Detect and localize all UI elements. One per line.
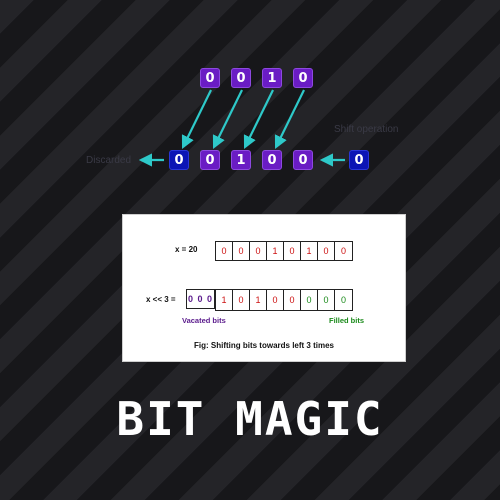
shift-arrows (138, 89, 345, 167)
row2-bit-cell: 0 (284, 290, 301, 310)
shift-arrow-2 (212, 89, 243, 149)
shift-arrow-4 (274, 89, 305, 149)
shift-arrow-3 (243, 89, 274, 149)
row2-label: x << 3 = (146, 295, 176, 304)
shift-arrow-1 (181, 89, 212, 149)
result-bit: 0 (200, 150, 220, 170)
row2-bit-cell: 0 (267, 290, 284, 310)
row2-bit-cell: 1 (216, 290, 233, 310)
row1-bit-cell: 0 (318, 242, 335, 260)
row1-bit-cell: 1 (267, 242, 284, 260)
row1-bit-cell: 0 (340, 246, 346, 256)
filled-bit-cell: 0 (340, 295, 346, 305)
row2-bit-cell: 1 (250, 290, 267, 310)
shift-diagram: 0 0 1 0 0 0 1 0 0 0 Discarded Shift oper… (0, 0, 500, 200)
vacated-bits-label: Vacated bits (182, 316, 226, 325)
result-bit: 0 (262, 150, 282, 170)
filled-bits-label: Filled bits (329, 316, 365, 325)
filled-bit-cell: 0 (301, 290, 318, 310)
incoming-bit: 0 (349, 150, 369, 170)
row1-bit-cell: 0 (233, 242, 250, 260)
row1-bit-cell: 1 (301, 242, 318, 260)
top-bit: 1 (262, 68, 282, 88)
top-bit: 0 (293, 68, 313, 88)
row1-label: x = 20 (175, 245, 198, 254)
result-bit-msb: 0 (169, 150, 189, 170)
vacated-bits-box: 0 0 0 (186, 289, 215, 309)
row1-bit-cell: 0 (250, 242, 267, 260)
discarded-label: Discarded (86, 155, 132, 166)
top-bit: 0 (200, 68, 220, 88)
row1-bit-cell: 0 (284, 242, 301, 260)
row1-bit-cell: 0 (216, 242, 233, 260)
shift-operation-label: Shift operation (334, 124, 399, 135)
figure-caption: Fig: Shifting bits towards left 3 times (193, 341, 334, 350)
page-title: BIT MAGIC (116, 392, 384, 446)
result-bit: 1 (231, 150, 251, 170)
row2-bit-cell: 0 (233, 290, 250, 310)
top-bit: 0 (231, 68, 251, 88)
filled-bit-cell: 0 (318, 290, 335, 310)
result-bit: 0 (293, 150, 313, 170)
